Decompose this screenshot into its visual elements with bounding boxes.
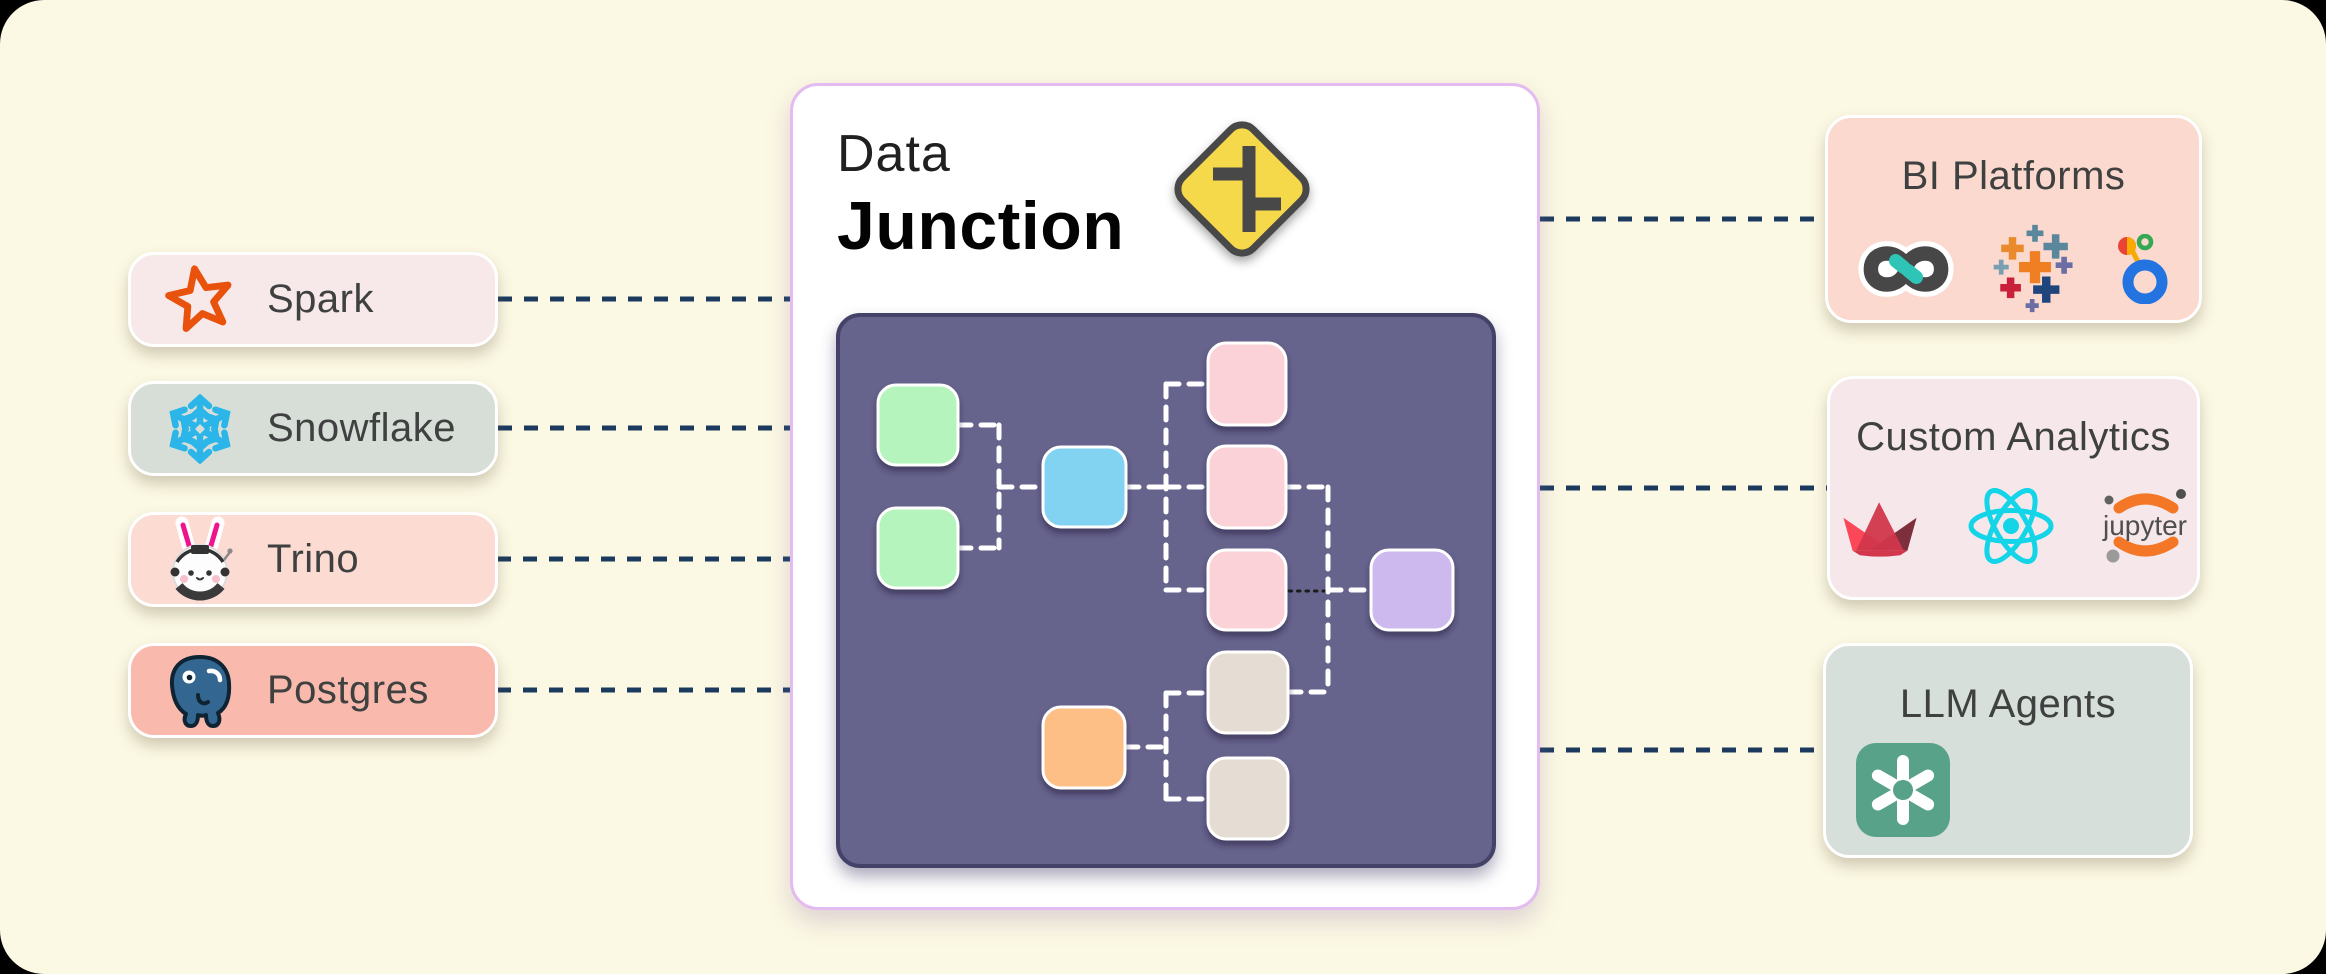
streamlit-icon: [1831, 494, 1929, 563]
postgres-elephant-icon: [157, 651, 243, 731]
dag-nodes: [876, 341, 1455, 841]
dag-graph: [876, 341, 1455, 841]
destination-title: LLM Agents: [1899, 682, 2117, 726]
snowflake-icon: [157, 389, 243, 469]
dag-node-tan-2: [1206, 756, 1290, 841]
data-junction-card: Data Junction: [790, 83, 1540, 910]
custom-analytics-icons-row: jupyter: [1830, 484, 2197, 573]
dag-node-blue-1: [1041, 445, 1128, 529]
source-label: Trino: [267, 537, 360, 581]
trino-bunny-icon: [157, 516, 243, 604]
dag-node-pink-1: [1206, 341, 1288, 427]
react-icon: [1965, 484, 2057, 573]
dag-node-orange-1: [1041, 705, 1127, 790]
destination-title: BI Platforms: [1901, 154, 2126, 198]
source-label: Spark: [267, 277, 374, 321]
source-card-postgres: Postgres: [128, 643, 498, 738]
dag-edges: [955, 381, 1374, 802]
tableau-icon: [1992, 223, 2078, 320]
dag-node-purple-1: [1369, 548, 1455, 632]
junction-road-sign-icon: [1163, 110, 1323, 275]
title-line-1: Data: [837, 125, 951, 183]
jupyter-wordmark: jupyter: [2101, 510, 2186, 541]
destination-card-custom-analytics: Custom Analytics: [1827, 376, 2200, 600]
source-card-spark: Spark: [128, 252, 498, 347]
source-card-snowflake: Snowflake: [128, 381, 498, 476]
dag-node-green-1: [876, 383, 960, 467]
bi-icons-row: [1828, 223, 2199, 320]
destination-title: Custom Analytics: [1856, 415, 2171, 459]
source-label: Snowflake: [267, 406, 457, 450]
looker-studio-icon: [2114, 233, 2172, 309]
dag-node-tan-1: [1206, 650, 1290, 735]
title-line-2: Junction: [837, 188, 1125, 264]
source-card-trino: Trino: [128, 512, 498, 607]
page-title: Data Junction: [837, 128, 1124, 260]
jupyter-icon: jupyter: [2093, 484, 2197, 573]
superset-icon: [1856, 238, 1956, 305]
destination-card-bi-platforms: BI Platforms: [1825, 115, 2202, 323]
llm-icons-row: [1826, 743, 2190, 837]
spark-star-icon: [157, 263, 243, 337]
openai-icon: [1856, 743, 1950, 837]
destination-card-llm-agents: LLM Agents: [1823, 643, 2193, 858]
dag-node-green-2: [876, 506, 960, 590]
dag-panel: [836, 313, 1496, 868]
dag-node-pink-3: [1206, 548, 1288, 632]
dag-node-pink-2: [1206, 444, 1288, 530]
source-label: Postgres: [267, 668, 429, 712]
